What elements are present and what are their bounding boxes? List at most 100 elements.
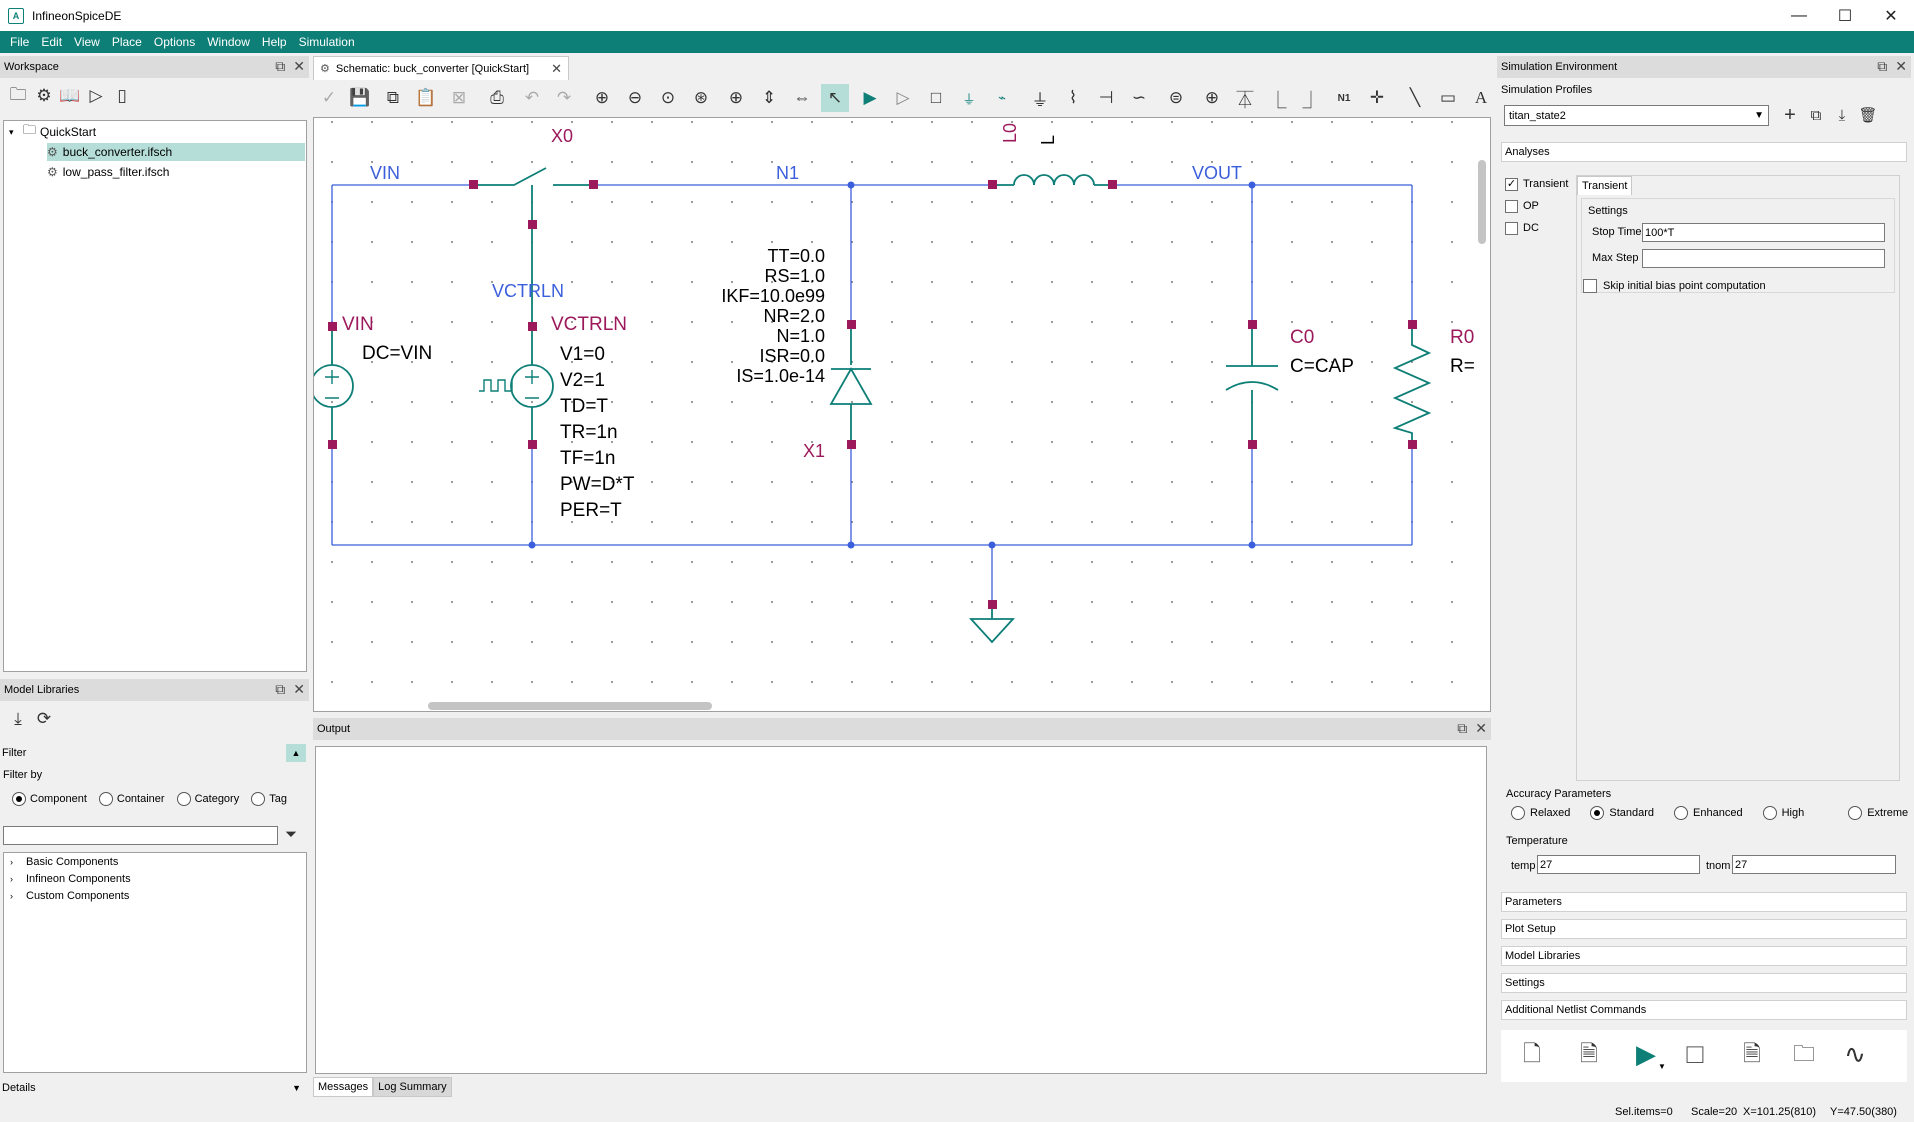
close-icon[interactable]: ✕ [293, 58, 305, 74]
zoom-in-icon[interactable]: ⊕ [594, 88, 610, 107]
flip-vertical-icon[interactable]: ⇕ [761, 88, 777, 107]
select-pointer-icon[interactable]: ↖ [821, 84, 849, 112]
vertical-scrollbar[interactable] [1478, 160, 1486, 244]
inductor-icon[interactable]: ∽ [1131, 88, 1147, 107]
ground-icon[interactable]: ⏚ [1031, 90, 1049, 110]
undo-icon[interactable]: ↶ [524, 88, 540, 107]
junction-icon[interactable]: ✛ [1369, 88, 1385, 107]
close-tab-icon[interactable]: ✕ [551, 60, 562, 76]
tree-root[interactable]: ▾ 🗀 QuickStart [9, 122, 96, 141]
section-plot-setup[interactable]: Plot Setup [1501, 919, 1907, 939]
net-label-icon[interactable]: N1 [1337, 92, 1351, 104]
net-label-vin[interactable]: VIN [370, 163, 401, 183]
close-icon[interactable]: ✕ [293, 681, 305, 697]
maximize-button[interactable]: ☐ [1837, 7, 1853, 25]
chevron-right-icon[interactable]: › [10, 857, 13, 867]
pulse-low-icon[interactable]: ⎿ [1269, 90, 1287, 110]
paste-icon[interactable]: 📋 [415, 88, 437, 107]
section-additional-netlist[interactable]: Additional Netlist Commands [1501, 1000, 1907, 1020]
analysis-op[interactable]: OP [1505, 195, 1568, 217]
profile-select[interactable]: titan_state2 ▼ [1504, 105, 1769, 126]
net-label-n1[interactable]: N1 [776, 163, 800, 183]
capacitor-c0[interactable] [1225, 325, 1279, 445]
rotate-icon[interactable]: ⊕ [728, 88, 744, 107]
text-icon[interactable]: A [1474, 88, 1488, 107]
run-simulation-icon[interactable]: ▶ [863, 88, 877, 107]
probe-voltage-icon[interactable]: ⏚ [962, 91, 976, 107]
output-area[interactable] [315, 746, 1487, 1074]
radio-relaxed[interactable] [1511, 806, 1525, 820]
net-label-vctrln[interactable]: VCTRLN [492, 281, 565, 301]
op-checkbox[interactable] [1505, 199, 1518, 213]
waveform-icon[interactable]: ∿ [1844, 1038, 1866, 1069]
pulse-high-icon[interactable]: ⏌ [1302, 90, 1320, 110]
probe-current-icon[interactable]: ⌁ [998, 90, 1006, 105]
transient-checkbox[interactable]: ✓ [1505, 177, 1518, 191]
check-icon[interactable]: ✓ [321, 88, 337, 107]
copy-icon[interactable]: ⧉ [386, 88, 400, 107]
close-icon[interactable]: ✕ [1475, 720, 1487, 736]
delete-icon[interactable]: ⊠ [451, 88, 467, 107]
stop-icon[interactable]: □ [1686, 1038, 1704, 1069]
save-icon[interactable]: 💾 [349, 88, 371, 107]
menu-place[interactable]: Place [111, 35, 142, 49]
radio-tag[interactable] [251, 792, 266, 806]
menu-simulation[interactable]: Simulation [298, 35, 355, 49]
close-icon[interactable]: ✕ [1895, 58, 1907, 74]
filter-funnel-icon[interactable]: ⏷ [285, 826, 298, 843]
rectangle-icon[interactable]: ▭ [1439, 88, 1457, 107]
chevron-down-icon[interactable]: ▼ [292, 1083, 301, 1093]
tab-schematic[interactable]: ⚙ Schematic: buck_converter [QuickStart]… [313, 56, 569, 80]
model-icon[interactable]: ⚙ [36, 86, 52, 105]
delete-profile-icon[interactable]: 🗑 [1858, 107, 1878, 124]
chevron-down-icon[interactable]: ▾ [9, 126, 14, 137]
copy-profile-icon[interactable]: ⧉ [1810, 106, 1822, 124]
section-model-libraries[interactable]: Model Libraries [1501, 946, 1907, 966]
menu-window[interactable]: Window [207, 35, 250, 49]
analysis-transient[interactable]: ✓Transient [1505, 173, 1568, 195]
radio-category[interactable] [176, 792, 191, 806]
radio-component[interactable] [12, 792, 26, 806]
run-icon[interactable]: ▶ [1636, 1038, 1656, 1069]
details-bar[interactable]: Details ▼ [0, 1078, 309, 1098]
zoom-area-icon[interactable]: ⊛ [693, 88, 709, 107]
library-category-infineon[interactable]: ›Infineon Components [10, 870, 131, 888]
max-step-input[interactable] [1642, 249, 1885, 268]
collapse-filter-button[interactable]: ▲ [286, 744, 306, 762]
step-icon[interactable]: ▷ [896, 88, 910, 107]
chevron-down-icon[interactable]: ▼ [1658, 1062, 1666, 1071]
minimize-button[interactable]: — [1791, 6, 1807, 24]
section-parameters[interactable]: Parameters [1501, 892, 1907, 912]
schematic-svg[interactable] [314, 118, 1491, 712]
resistor-icon[interactable]: ⌇ [1068, 88, 1078, 107]
print-icon[interactable]: ⎙ [490, 88, 504, 107]
net-label-vout[interactable]: VOUT [1192, 163, 1243, 183]
tree-file-low-pass-filter[interactable]: ⚙ low_pass_filter.ifsch [47, 163, 169, 181]
download-icon[interactable]: ⤓ [14, 709, 22, 728]
tree-file-buck-converter[interactable]: ⚙ buck_converter.ifsch [47, 143, 305, 161]
add-profile-icon[interactable]: + [1784, 103, 1796, 126]
zoom-fit-icon[interactable]: ⊙ [660, 88, 676, 107]
tab-messages[interactable]: Messages [313, 1077, 374, 1097]
dc-checkbox[interactable] [1505, 221, 1518, 235]
radio-container[interactable] [98, 792, 113, 806]
chevron-right-icon[interactable]: › [10, 874, 13, 884]
voltage-source-icon[interactable]: ⊜ [1168, 88, 1184, 107]
diode-x1[interactable] [829, 367, 873, 405]
diode-icon[interactable]: ⏄ [1236, 90, 1254, 110]
radio-extreme[interactable] [1848, 806, 1863, 820]
library-category-custom[interactable]: ›Custom Components [10, 887, 129, 905]
analyses-section[interactable]: Analyses [1501, 142, 1907, 162]
library-category-basic[interactable]: ›Basic Components [10, 853, 118, 871]
current-source-icon[interactable]: ⊕ [1204, 88, 1220, 107]
stop-time-input[interactable] [1642, 223, 1885, 242]
stop-icon[interactable]: □ [930, 88, 942, 107]
flip-horizontal-icon[interactable]: ⇔ [793, 88, 811, 107]
vctrl-source[interactable] [510, 364, 554, 408]
vin-source[interactable] [314, 364, 354, 408]
skip-bias-option[interactable]: Skip initial bias point computation [1583, 279, 1766, 293]
undock-icon[interactable]: ⧉ [1457, 720, 1468, 736]
redo-icon[interactable]: ↷ [556, 88, 572, 107]
view-output-icon[interactable]: 🗎 [1743, 1041, 1761, 1066]
undock-icon[interactable]: ⧉ [275, 681, 286, 697]
